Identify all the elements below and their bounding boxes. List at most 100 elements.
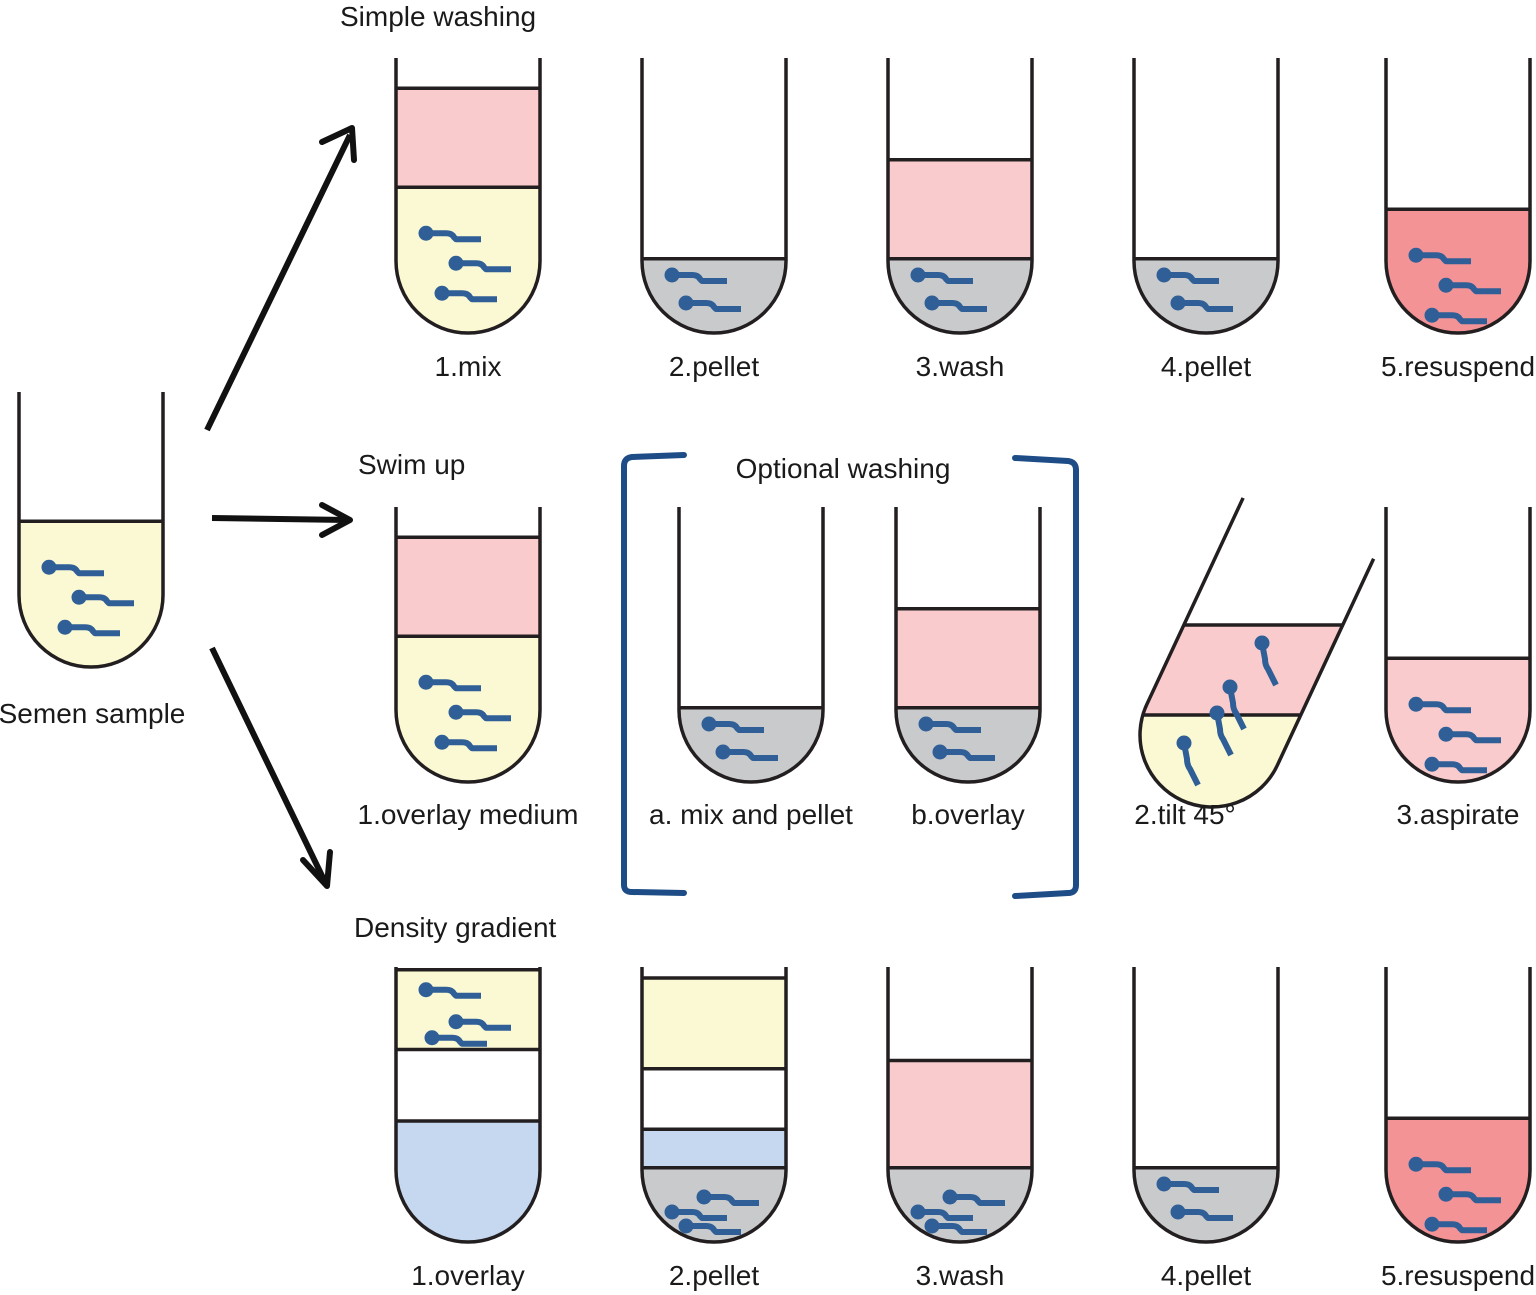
arrow-to-density-gradient bbox=[209, 646, 333, 889]
sperm-icon bbox=[1408, 696, 1471, 714]
sperm-icon bbox=[41, 559, 104, 577]
layer-medium bbox=[888, 159, 1032, 259]
tube-outline bbox=[1132, 58, 1280, 335]
layer-gradient_lower bbox=[642, 1129, 786, 1168]
tube-density-gradient-step-3 bbox=[886, 967, 1034, 1244]
tube-outline bbox=[17, 392, 165, 669]
sperm-icon bbox=[1408, 247, 1471, 265]
sperm-icon bbox=[1424, 1216, 1487, 1234]
step-label: 4.pellet bbox=[1161, 351, 1252, 382]
layer-empty bbox=[396, 1049, 540, 1121]
tube-semen-sample bbox=[17, 392, 165, 669]
sperm-icon bbox=[1424, 756, 1487, 774]
row-title-swim-up: Swim up bbox=[358, 449, 465, 480]
layer-gradient_lower bbox=[396, 1121, 540, 1242]
tube-swim-up-step-2 bbox=[677, 507, 825, 784]
tube-outline bbox=[1132, 967, 1280, 1244]
sperm-icon bbox=[715, 744, 778, 761]
tube-simple-washing-step-1 bbox=[394, 58, 542, 335]
sperm-icon bbox=[924, 295, 987, 312]
sperm-icon bbox=[918, 716, 981, 733]
bracket-left bbox=[621, 452, 687, 896]
step-label: 2.pellet bbox=[669, 1260, 760, 1291]
sperm-icon bbox=[664, 267, 727, 284]
layer-pellet bbox=[642, 258, 786, 333]
tube-outline bbox=[394, 967, 542, 1244]
tube-density-gradient-step-5 bbox=[1384, 967, 1532, 1244]
sperm-icon bbox=[1438, 1186, 1501, 1204]
sperm-icon bbox=[1424, 307, 1487, 325]
tube-outline bbox=[886, 58, 1034, 335]
tube-simple-washing-step-5 bbox=[1384, 58, 1532, 335]
layer-semen bbox=[642, 978, 786, 1069]
step-label: b.overlay bbox=[911, 799, 1025, 830]
step-label: 2.pellet bbox=[669, 351, 760, 382]
sperm-icon bbox=[696, 1189, 759, 1206]
tube-outline bbox=[394, 507, 542, 784]
sperm-icon bbox=[1438, 726, 1501, 744]
step-label: 1.mix bbox=[435, 351, 502, 382]
layer-medium bbox=[888, 1060, 1032, 1168]
sperm-icon bbox=[701, 716, 764, 733]
layer-pellet bbox=[1134, 258, 1278, 333]
layer-semen bbox=[1116, 715, 1364, 831]
sperm-icon bbox=[418, 982, 481, 999]
tube-swim-up-step-1 bbox=[394, 507, 542, 784]
tube-outline bbox=[894, 507, 1042, 784]
sperm-icon bbox=[448, 704, 511, 722]
sperm-icon bbox=[448, 1014, 511, 1031]
tube-outline bbox=[1384, 507, 1532, 784]
sperm-icon bbox=[434, 285, 497, 303]
sperm-icon bbox=[910, 1204, 973, 1221]
sperm-icon bbox=[1170, 1204, 1233, 1221]
tube-simple-washing-step-2 bbox=[640, 58, 788, 335]
tube-outline bbox=[394, 58, 542, 335]
sperm-icon bbox=[678, 295, 741, 312]
tube-outline bbox=[640, 967, 788, 1244]
tube-outline bbox=[677, 507, 825, 784]
layer-semen bbox=[396, 969, 540, 1050]
semen-sample-label: Semen sample bbox=[0, 698, 185, 729]
tube-outline bbox=[640, 58, 788, 335]
tube-simple-washing-step-4 bbox=[1132, 58, 1280, 335]
sperm-icon bbox=[434, 734, 497, 752]
sperm-icon bbox=[418, 225, 481, 243]
optional-washing-bracket bbox=[621, 452, 1079, 899]
tube-density-gradient-step-2 bbox=[640, 967, 788, 1244]
step-label: a. mix and pellet bbox=[649, 799, 853, 830]
tube-outline bbox=[886, 967, 1034, 1244]
layer-pellet bbox=[679, 707, 823, 782]
bracket-right bbox=[1012, 455, 1079, 899]
step-label: 3.wash bbox=[916, 1260, 1005, 1291]
step-label: 2.tilt 45° bbox=[1134, 799, 1235, 830]
sperm-icon bbox=[924, 1218, 987, 1235]
layer-medium bbox=[896, 608, 1040, 708]
layer-medium bbox=[1116, 625, 1364, 715]
step-label: 5.resuspend bbox=[1381, 351, 1535, 382]
tube-outline bbox=[1384, 58, 1532, 335]
sperm-icon bbox=[1254, 635, 1279, 687]
sperm-icon bbox=[1156, 267, 1219, 284]
layer-empty bbox=[642, 1068, 786, 1130]
step-label: 5.resuspend bbox=[1381, 1260, 1535, 1291]
layer-semen bbox=[396, 187, 540, 333]
tube-density-gradient-step-1 bbox=[394, 967, 542, 1244]
layer-pellet bbox=[1134, 1167, 1278, 1242]
sperm-icon bbox=[1438, 277, 1501, 295]
step-label: 3.aspirate bbox=[1397, 799, 1520, 830]
sperm-icon bbox=[57, 619, 120, 637]
layer-pellet bbox=[888, 258, 1032, 333]
sperm-icon bbox=[1209, 705, 1234, 757]
tube-outline bbox=[1138, 497, 1376, 809]
layer-medium bbox=[396, 88, 540, 188]
sperm-icon bbox=[932, 744, 995, 761]
optional-washing-title: Optional washing bbox=[736, 453, 951, 484]
sperm-icon bbox=[664, 1204, 727, 1221]
sperm-icon bbox=[1176, 735, 1201, 787]
layer-semen bbox=[19, 521, 163, 667]
row-title-density-gradient: Density gradient bbox=[354, 912, 557, 943]
sperm-icon bbox=[424, 1030, 487, 1047]
tube-density-gradient-step-4 bbox=[1132, 967, 1280, 1244]
step-label: 4.pellet bbox=[1161, 1260, 1252, 1291]
tube-swim-up-step-3 bbox=[894, 507, 1042, 784]
